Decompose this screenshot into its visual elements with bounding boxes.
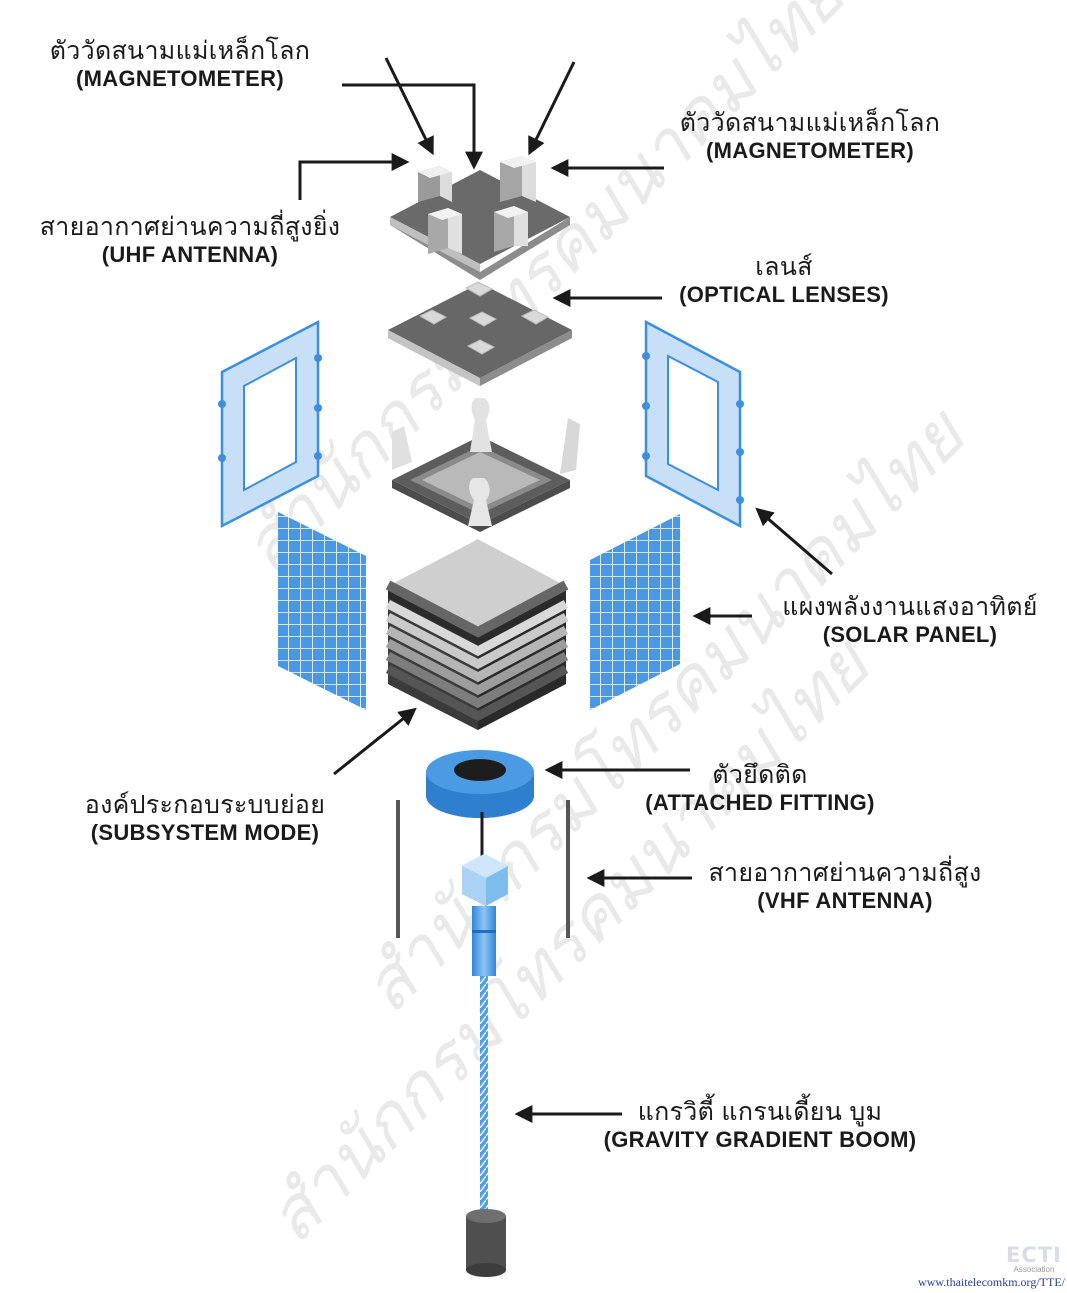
optical-lens-plate (388, 283, 572, 386)
label-solar-panel-th: แผงพลังงานแสงอาทิตย์ (782, 593, 1038, 621)
label-optical-lenses-th: เลนส์ (755, 253, 813, 281)
label-gravity-boom-en: (GRAVITY GRADIENT BOOM) (603, 1127, 917, 1152)
label-uhf-antenna: สายอากาศย่านความถี่สูงยิ่ง (UHF ANTENNA) (20, 212, 360, 268)
frame-structure (392, 398, 580, 532)
label-subsystem-mode-en: (SUBSYSTEM MODE) (90, 820, 320, 845)
gravity-boom-rope (480, 976, 488, 1212)
label-solar-panel: แผงพลังงานแสงอาทิตย์ (SOLAR PANEL) (760, 592, 1060, 648)
uhf-antenna-block-left (428, 208, 462, 254)
label-solar-panel-en: (SOLAR PANEL) (822, 622, 998, 647)
label-subsystem-mode-th: องค์ประกอบระบบย่อย (84, 791, 326, 819)
label-magnetometer-left: ตัววัดสนามแม่เหล็กโลก (MAGNETOMETER) (30, 36, 330, 92)
label-gravity-boom: แกรวิตี้ แกรนเดี้ยน บูม (GRAVITY GRADIEN… (580, 1097, 940, 1153)
ecti-logo-text: ECTI (1006, 1243, 1062, 1267)
optical-lens-cubes (418, 281, 550, 355)
uhf-antenna-block-right (494, 206, 528, 252)
ecti-logo: ECTI Association (1005, 1244, 1063, 1274)
label-gravity-boom-th: แกรวิตี้ แกรนเดี้ยน บูม (637, 1098, 883, 1126)
label-magnetometer-left-th: ตัววัดสนามแม่เหล็กโลก (49, 37, 311, 65)
arrow-solar-frame (755, 507, 833, 576)
label-uhf-antenna-en: (UHF ANTENNA) (101, 242, 279, 267)
label-uhf-antenna-th: สายอากาศย่านความถี่สูงยิ่ง (39, 213, 341, 241)
subsystem-stack (385, 536, 569, 730)
label-vhf-antenna: สายอากาศย่านความถี่สูง (VHF ANTENNA) (690, 858, 1000, 914)
magnetometer-block-right (500, 156, 536, 202)
label-subsystem-mode: องค์ประกอบระบบย่อย (SUBSYSTEM MODE) (50, 790, 360, 846)
side-frame-right (642, 319, 744, 529)
label-attached-fitting-en: (ATTACHED FITTING) (645, 790, 875, 815)
label-magnetometer-right-th: ตัววัดสนามแม่เหล็กโลก (679, 109, 941, 137)
magnetometer-block-left (418, 166, 452, 202)
label-magnetometer-right: ตัววัดสนามแม่เหล็กโลก (MAGNETOMETER) (660, 108, 960, 164)
label-magnetometer-right-en: (MAGNETOMETER) (706, 138, 914, 163)
label-optical-lenses: เลนส์ (OPTICAL LENSES) (654, 252, 914, 308)
arrow-magnetometer-diag-right (528, 61, 576, 156)
label-vhf-antenna-th: สายอากาศย่านความถี่สูง (708, 859, 982, 887)
solar-panel-right (590, 514, 680, 710)
ecti-logo-subtext: Association (1013, 1265, 1055, 1274)
attached-fitting-ring (426, 750, 534, 818)
solar-panel-left (278, 512, 366, 710)
magnetometer-plate (390, 170, 570, 280)
label-attached-fitting: ตัวยึดติด (ATTACHED FITTING) (620, 760, 900, 816)
label-attached-fitting-th: ตัวยึดติด (712, 761, 808, 789)
arrow-uhf-antenna (298, 153, 410, 200)
label-magnetometer-left-en: (MAGNETOMETER) (76, 66, 284, 91)
label-vhf-antenna-en: (VHF ANTENNA) (757, 888, 933, 913)
side-frame-left (218, 319, 322, 529)
arrow-subsystem (333, 707, 417, 776)
arrow-magnetometer-left (342, 83, 483, 170)
footer-url[interactable]: www.thaitelecomkm.org/TTE/ (918, 1275, 1065, 1289)
vhf-antenna-module (462, 854, 508, 976)
boom-end-mass (466, 1209, 506, 1277)
label-optical-lenses-en: (OPTICAL LENSES) (679, 282, 889, 307)
arrow-magnetometer-diag-left (384, 57, 434, 156)
